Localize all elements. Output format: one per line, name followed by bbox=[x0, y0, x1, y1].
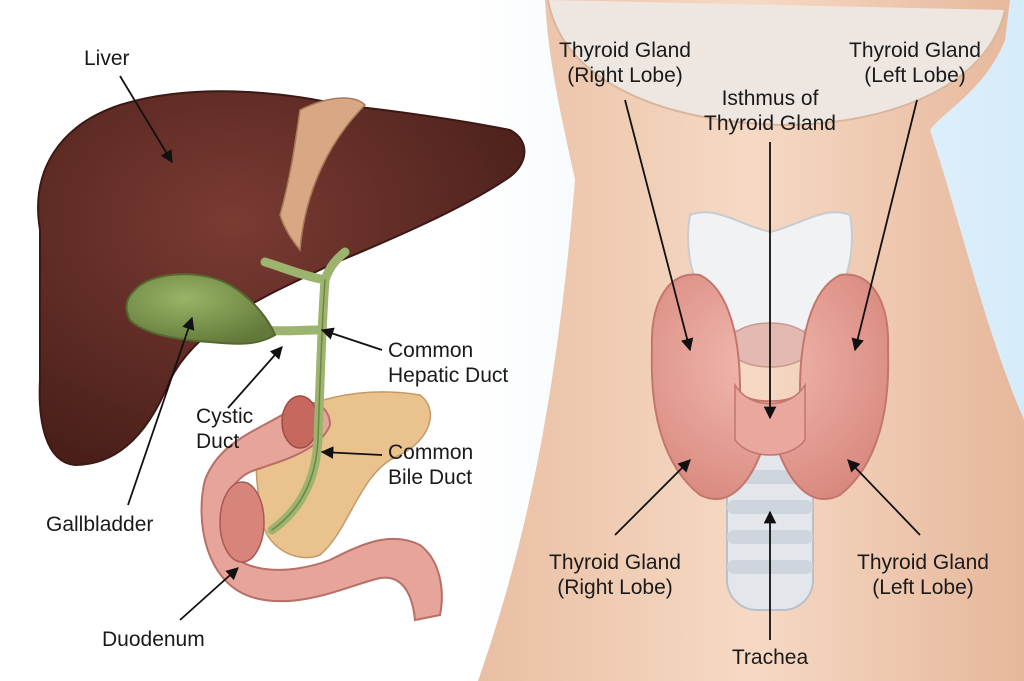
label-thyroid-right-lobe-bottom: Thyroid Gland (Right Lobe) bbox=[549, 551, 681, 599]
label-thyroid-right-lobe-top: Thyroid Gland (Right Lobe) bbox=[559, 39, 691, 87]
duodenum-lumen bbox=[219, 481, 265, 563]
leader-lines bbox=[119, 75, 921, 640]
liver bbox=[37, 90, 526, 467]
thyroid-gland bbox=[650, 273, 890, 500]
label-cystic-duct: Cystic Duct bbox=[196, 405, 254, 453]
label-gallbladder: Gallbladder bbox=[46, 513, 154, 536]
label-thyroid-left-lobe-top: Thyroid Gland (Left Lobe) bbox=[849, 39, 981, 87]
label-thyroid-left-lobe-bottom: Thyroid Gland (Left Lobe) bbox=[857, 551, 989, 599]
label-trachea: Trachea bbox=[731, 646, 809, 669]
label-common-bile-duct: Common Bile Duct bbox=[388, 441, 474, 489]
falciform-ligament bbox=[279, 97, 367, 252]
label-liver: Liver bbox=[84, 47, 130, 70]
duodenum-opening bbox=[281, 395, 319, 449]
label-isthmus: Isthmus of Thyroid Gland bbox=[704, 87, 836, 135]
chin bbox=[547, 0, 1006, 127]
label-duodenum: Duodenum bbox=[102, 628, 205, 651]
label-common-hepatic-duct: Common Hepatic Duct bbox=[388, 339, 509, 387]
gallbladder bbox=[125, 273, 277, 345]
duodenum bbox=[200, 401, 443, 622]
